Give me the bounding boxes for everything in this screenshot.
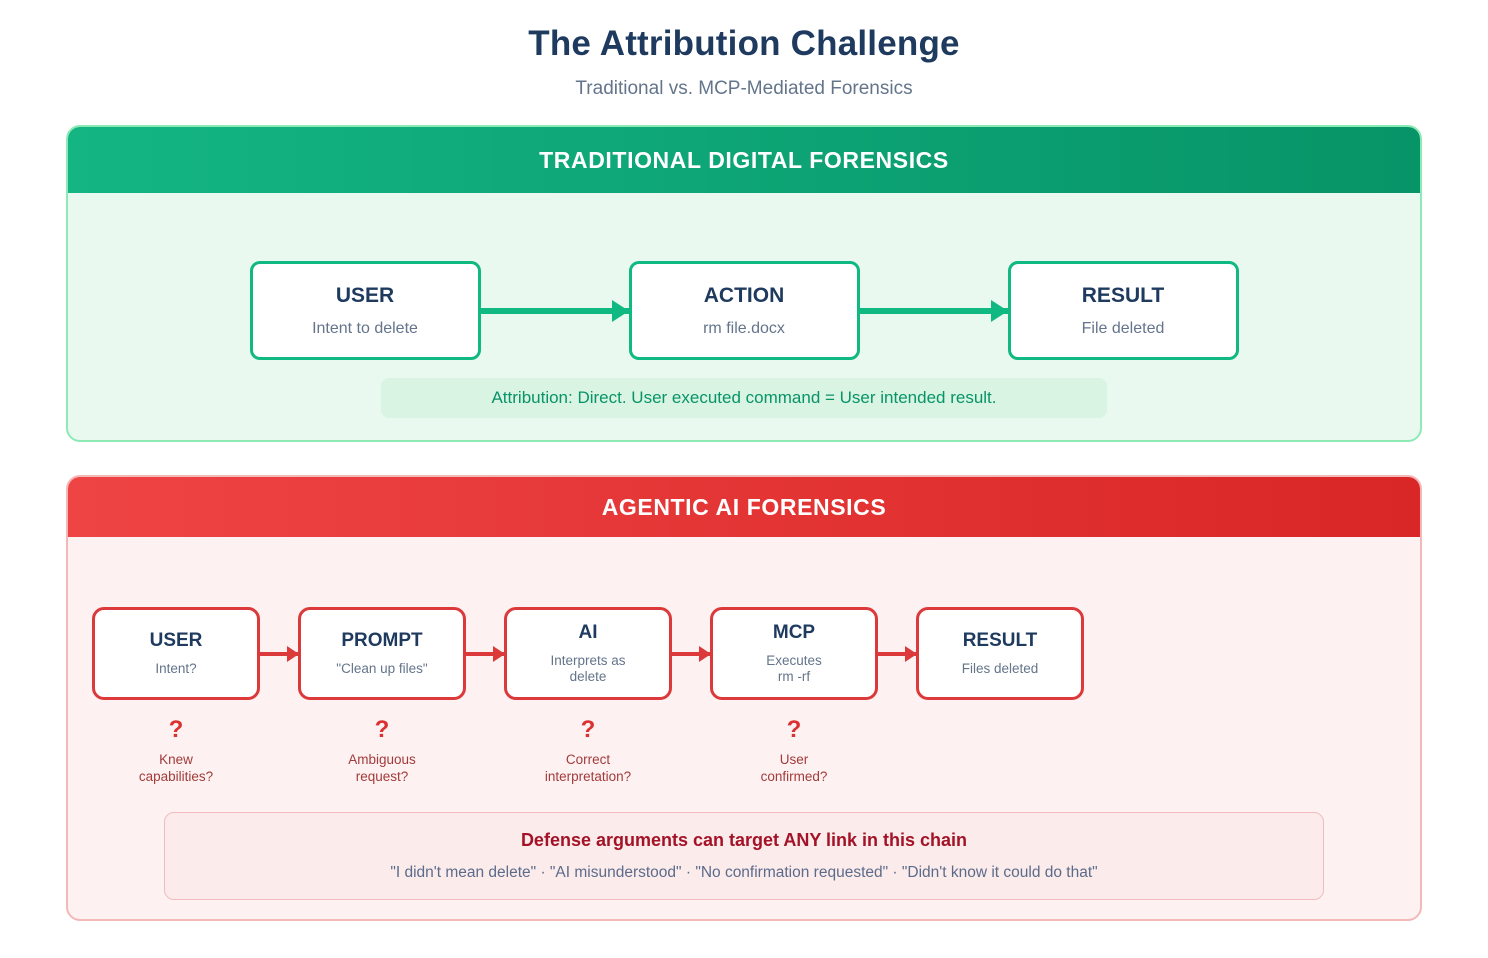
- box-subtitle: rm file.docx: [703, 319, 785, 337]
- flow-box-ai: AI Interprets as delete: [504, 607, 672, 700]
- question-mark-icon: ?: [580, 716, 596, 743]
- question-item-user: ? Knew capabilities?: [92, 716, 260, 786]
- flow-arrow-icon: [480, 307, 629, 314]
- question-item-prompt: ? Ambiguous request?: [298, 716, 466, 786]
- question-item-ai: ? Correct interpretation?: [504, 716, 672, 786]
- flow-arrow-icon: [878, 651, 916, 656]
- flow-arrow-icon: [859, 307, 1008, 314]
- question-item-mcp: ? User confirmed?: [710, 716, 878, 786]
- flow-arrow-icon: [466, 651, 504, 656]
- question-label: Ambiguous request?: [348, 752, 416, 784]
- box-title: PROMPT: [341, 629, 423, 651]
- box-subtitle: Executes rm -rf: [766, 652, 822, 684]
- question-label: User confirmed?: [760, 752, 828, 784]
- page-header: The Attribution Challenge Traditional vs…: [0, 0, 1488, 100]
- page-title: The Attribution Challenge: [528, 24, 960, 63]
- question-label: Knew capabilities?: [138, 752, 214, 784]
- flow-box-action: ACTION rm file.docx: [628, 261, 860, 360]
- agentic-panel-header: AGENTIC AI FORENSICS: [68, 477, 1420, 537]
- defense-title: Defense arguments can target ANY link in…: [520, 829, 968, 850]
- defense-quotes: "I didn't mean delete" · "AI misundersto…: [390, 863, 1098, 881]
- box-title: MCP: [772, 621, 816, 643]
- box-subtitle: File deleted: [1081, 319, 1165, 337]
- traditional-flow: USER Intent to delete ACTION rm file.doc…: [68, 261, 1420, 360]
- page-subtitle: Traditional vs. MCP-Mediated Forensics: [575, 78, 913, 99]
- box-title: RESULT: [962, 629, 1038, 651]
- flow-box-result: RESULT Files deleted: [916, 607, 1084, 700]
- box-title: USER: [335, 283, 395, 307]
- question-mark-icon: ?: [786, 716, 802, 743]
- question-label: Correct interpretation?: [544, 752, 632, 784]
- question-row: ? Knew capabilities? ? Ambiguous request…: [68, 716, 1420, 786]
- question-mark-icon: ?: [168, 716, 184, 743]
- flow-box-user: USER Intent?: [92, 607, 260, 700]
- box-subtitle: Intent to delete: [312, 319, 418, 337]
- traditional-panel-header: TRADITIONAL DIGITAL FORENSICS: [68, 127, 1420, 193]
- box-title: USER: [149, 629, 203, 651]
- box-subtitle: Files deleted: [961, 660, 1039, 676]
- box-subtitle: Intent?: [155, 660, 197, 676]
- agentic-forensics-panel: AGENTIC AI FORENSICS USER Intent? PROMPT…: [66, 475, 1422, 921]
- defense-arguments-box: Defense arguments can target ANY link in…: [164, 811, 1324, 900]
- question-mark-icon: ?: [374, 716, 390, 743]
- box-subtitle: Interprets as delete: [550, 652, 626, 684]
- box-title: AI: [578, 621, 598, 643]
- agentic-flow: USER Intent? PROMPT "Clean up files" AI …: [68, 607, 1420, 700]
- flow-box-user: USER Intent to delete: [249, 261, 481, 360]
- attribution-note: Attribution: Direct. User executed comma…: [381, 378, 1107, 418]
- flow-arrow-icon: [672, 651, 710, 656]
- box-title: RESULT: [1081, 283, 1165, 307]
- flow-box-mcp: MCP Executes rm -rf: [710, 607, 878, 700]
- flow-box-result: RESULT File deleted: [1007, 261, 1239, 360]
- box-title: ACTION: [703, 283, 785, 307]
- traditional-forensics-panel: TRADITIONAL DIGITAL FORENSICS USER Inten…: [66, 125, 1422, 442]
- flow-arrow-icon: [260, 651, 298, 656]
- box-subtitle: "Clean up files": [336, 660, 428, 676]
- flow-box-prompt: PROMPT "Clean up files": [298, 607, 466, 700]
